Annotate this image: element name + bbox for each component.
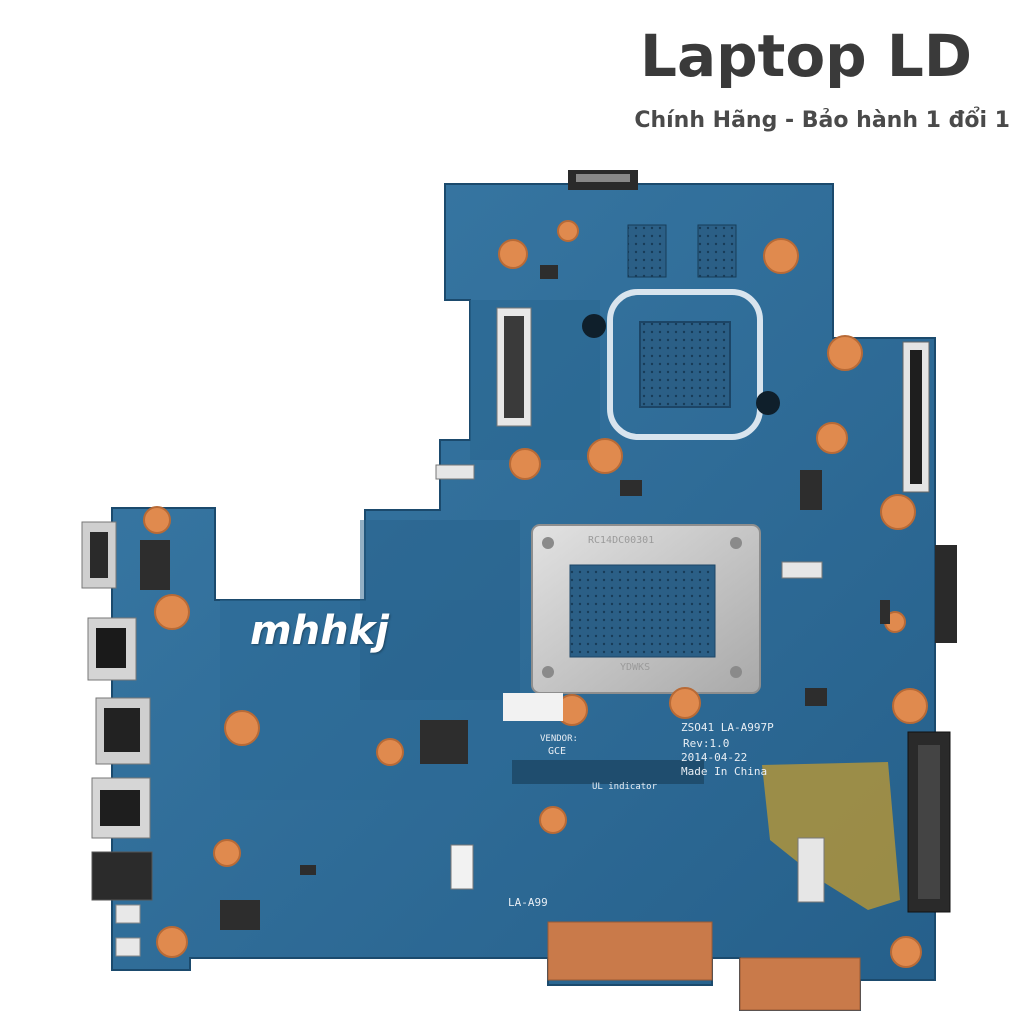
gpu-outline bbox=[607, 289, 763, 440]
silk-chip-top: RC14DC00301 bbox=[588, 535, 655, 546]
silk-board-code: LA-A99 bbox=[508, 896, 548, 909]
brand-subtitle: Chính Hãng - Bảo hành 1 đổi 1 bbox=[634, 108, 1010, 133]
gpu-chip bbox=[639, 321, 731, 408]
silk-vendor-label: VENDOR: bbox=[540, 734, 578, 744]
watermark: mhhkj bbox=[250, 608, 389, 654]
brand-title: Laptop LD bbox=[640, 22, 972, 90]
silk-vendor-value: GCE bbox=[548, 746, 567, 757]
silk-date: 2014-04-22 bbox=[681, 751, 748, 764]
left-io-ports bbox=[81, 521, 153, 957]
silk-rev: Rev:1.0 bbox=[683, 737, 730, 750]
silk-chip-bottom: YDWKS bbox=[620, 662, 651, 673]
silk-ul-label: UL indicator bbox=[592, 782, 658, 792]
silk-model: ZSO41 LA-A997P bbox=[681, 721, 774, 734]
cpu-die bbox=[569, 564, 716, 658]
silk-origin: Made In China bbox=[681, 765, 768, 778]
kapton-tape bbox=[762, 762, 900, 910]
